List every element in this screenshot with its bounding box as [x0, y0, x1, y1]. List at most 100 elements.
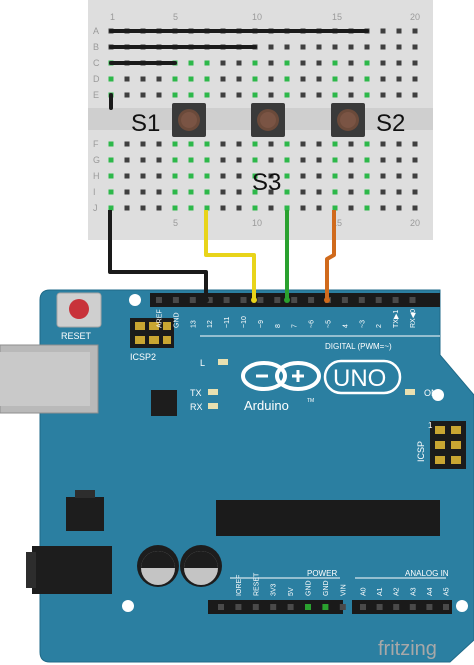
breadboard-hole: [124, 189, 130, 195]
connected-hole: [252, 60, 258, 66]
led-tx-label: TX: [190, 388, 202, 398]
breadboard-hole: [140, 92, 146, 98]
breadboard-hole: [124, 76, 130, 82]
breadboard-hole: [268, 173, 274, 179]
row-letter: G: [93, 155, 100, 165]
breadboard-hole: [396, 189, 402, 195]
connected-hole: [364, 205, 370, 211]
connected-hole: [172, 157, 178, 163]
led-rx: [208, 403, 218, 409]
digital-pin-label: 13: [190, 320, 197, 328]
mounting-hole: [456, 600, 468, 612]
capacitor: [137, 545, 179, 587]
connected-hole: [172, 92, 178, 98]
power-pin-label: GND: [323, 580, 330, 596]
header-pin: [223, 297, 230, 303]
breadboard-hole: [156, 173, 162, 179]
breadboard-hole: [380, 76, 386, 82]
breadboard-hole: [268, 141, 274, 147]
breadboard-hole: [316, 44, 322, 50]
header-pin: [426, 604, 433, 610]
push-button-s1: [172, 103, 206, 137]
analog-pin-label: A3: [410, 587, 417, 596]
breadboard-hole: [220, 173, 226, 179]
breadboard-hole: [396, 60, 402, 66]
col-number: 1: [110, 12, 115, 22]
breadboard-hole: [300, 60, 306, 66]
connected-hole: [108, 157, 114, 163]
breadboard-hole: [396, 28, 402, 34]
header-pin: [257, 297, 264, 303]
breadboard-hole: [348, 173, 354, 179]
breadboard-hole: [316, 60, 322, 66]
breadboard-hole: [156, 189, 162, 195]
digital-pin-label: TX▶1: [393, 310, 400, 328]
connected-holes: [108, 60, 370, 211]
col-number: 15: [332, 12, 342, 22]
header-pin: [358, 297, 365, 303]
breadboard-hole: [348, 60, 354, 66]
header-pin: [235, 604, 242, 610]
arduino-logo-icon: [241, 361, 321, 391]
connected-hole: [252, 76, 258, 82]
capacitor: [180, 545, 222, 587]
connected-hole: [332, 173, 338, 179]
power-pin-label: 5V: [288, 587, 295, 596]
push-button-s3: [251, 103, 285, 137]
breadboard-hole: [300, 76, 306, 82]
breadboard-hole: [220, 76, 226, 82]
connected-hole: [364, 173, 370, 179]
power-pin-label: RESET: [253, 572, 260, 596]
led-tx: [208, 389, 218, 395]
breadboard-hole: [124, 205, 130, 211]
breadboard-hole: [236, 205, 242, 211]
header-pin: [270, 604, 277, 610]
breadboard-hole: [124, 141, 130, 147]
connected-hole: [252, 189, 258, 195]
breadboard-hole: [156, 205, 162, 211]
connected-hole: [204, 173, 210, 179]
row-letter: A: [93, 26, 99, 36]
connected-hole: [172, 76, 178, 82]
trademark: TM: [307, 398, 314, 404]
connected-hole: [188, 189, 194, 195]
breadboard-hole: [140, 173, 146, 179]
model-text: UNO: [333, 365, 386, 392]
breadboard-hole: [348, 189, 354, 195]
header-pin: [322, 604, 329, 610]
breadboard-hole: [316, 157, 322, 163]
header-pin: [409, 604, 416, 610]
breadboard-hole: [412, 76, 418, 82]
breadboard-hole: [236, 173, 242, 179]
col-number: 10: [252, 218, 262, 228]
breadboard-hole: [236, 60, 242, 66]
label-s3: S3: [252, 169, 281, 196]
connected-hole: [108, 141, 114, 147]
col-number: 15: [332, 218, 342, 228]
digital-pin-label: ~5: [326, 320, 333, 328]
header-pin: [341, 297, 348, 303]
breadboard-hole: [412, 173, 418, 179]
analog-label: ANALOG IN: [405, 569, 449, 578]
breadboard-hole: [300, 189, 306, 195]
breadboard-hole: [268, 60, 274, 66]
power-jack: [32, 546, 112, 594]
breadboard-hole: [316, 92, 322, 98]
header-pin: [409, 297, 416, 303]
mounting-hole: [129, 294, 141, 306]
fritzing-logo: fritzing: [378, 638, 437, 660]
digital-pin-label: GND: [173, 312, 180, 328]
breadboard-hole: [396, 141, 402, 147]
row-letter: D: [93, 74, 100, 84]
breadboard-hole: [236, 141, 242, 147]
breadboard-hole: [124, 173, 130, 179]
connected-hole: [252, 157, 258, 163]
connected-hole: [284, 141, 290, 147]
header-pin: [392, 297, 399, 303]
digital-pin-label: 4: [342, 324, 349, 328]
connected-hole: [204, 60, 210, 66]
connected-hole: [188, 157, 194, 163]
connected-hole: [252, 205, 258, 211]
usb-chip: [151, 390, 177, 416]
